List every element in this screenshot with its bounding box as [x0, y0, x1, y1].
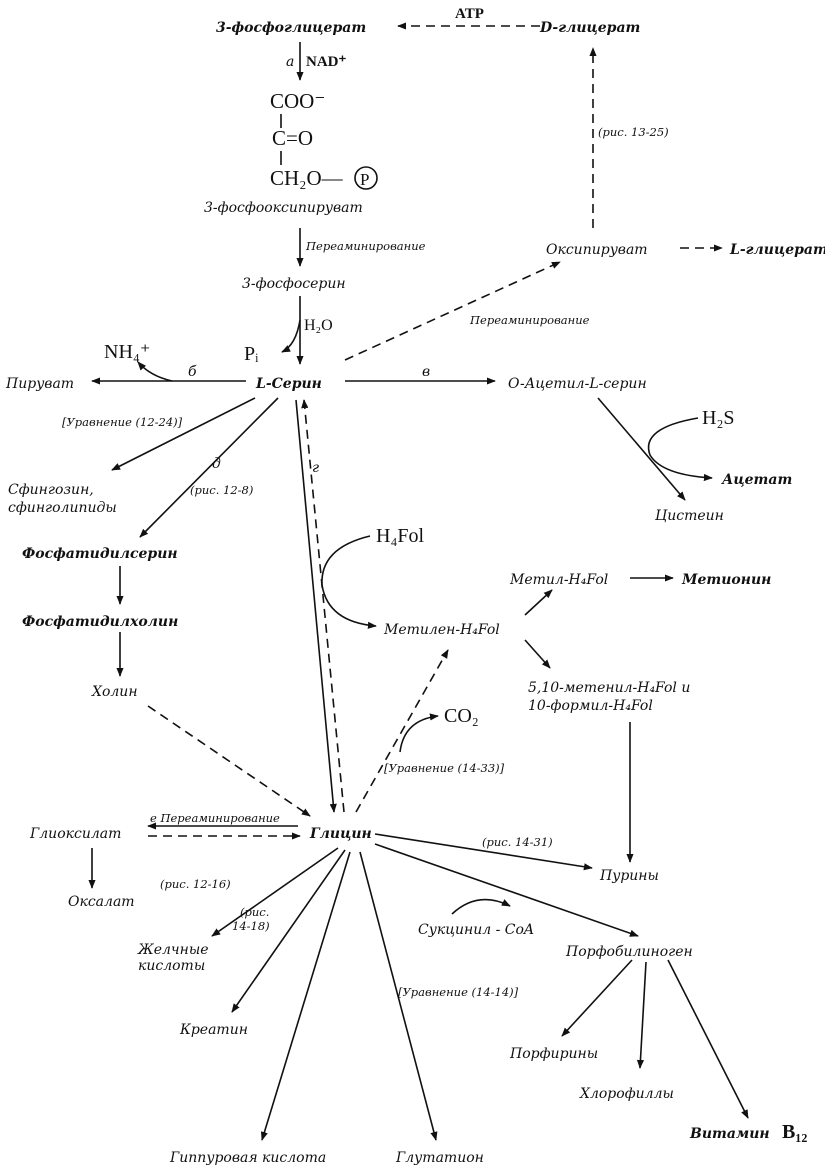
node-serine: L-Серин: [255, 376, 322, 392]
node-d-glycerate: D-глицерат: [539, 20, 640, 36]
reagents: ATP NAD⁺ H₂O Pᵢ NH₄⁺ H₂S H₄Fol CO₂ Сукци…: [104, 6, 735, 938]
node-glutathione: Глутатион: [395, 1150, 484, 1166]
edge-glycine-to-hippuric: [260, 851, 351, 1141]
edge-co2-release-curve: [399, 713, 439, 753]
node-phosphatidylserine: Фосфатидилсерин: [22, 546, 178, 562]
edge-nh4-release-curve: [137, 361, 173, 382]
edge-label-fig-14-18-line2: 14-18): [232, 919, 270, 933]
edge-porphobilinogen-to-porphyrins: [561, 959, 633, 1037]
structure-ch2o: CH₂O—: [270, 166, 344, 190]
edge-label-eq-12-24: [Уравнение (12-24)]: [62, 415, 183, 429]
phosphooxypyruvate-structure: COO⁻ C=O CH₂O— P: [270, 89, 378, 190]
edge-label-g: г: [312, 460, 319, 476]
edge-label-a: а: [286, 54, 294, 70]
node-acetate: Ацетат: [721, 472, 792, 488]
edge-methylene-to-methyl: [524, 589, 553, 616]
edge-label-e-transamination: е Переаминирование: [150, 811, 280, 825]
edge-label-fig-14-31: (рис. 14-31): [482, 835, 553, 849]
node-porphyrins: Порфирины: [509, 1046, 598, 1062]
edge-succinyl-coa-curve: [451, 898, 511, 915]
reagent-h4fol: H₄Fol: [376, 525, 425, 547]
edge-label-eq-14-33: [Уравнение (14-33)]: [384, 761, 505, 775]
node-phosphooxypyruvate: 3-фосфооксипируват: [204, 200, 363, 216]
reagent-pi: Pᵢ: [244, 343, 259, 365]
node-methyl-h4fol: Метил-H₄Fol: [509, 572, 608, 588]
edge-o-acetylserine-to-cysteine: [597, 397, 686, 501]
edge-glycine-to-bile-acids: [211, 847, 339, 937]
node-phosphoserine: 3-фосфосерин: [242, 276, 346, 292]
reagent-co2: CO₂: [444, 705, 479, 727]
reagent-h2s: H₂S: [702, 407, 735, 429]
edge-label-transamination-1: Переаминирование: [305, 239, 426, 253]
node-phosphoglycerate: 3-фосфоглицерат: [216, 20, 366, 36]
node-methionine: Метионин: [681, 572, 771, 588]
edge-serine-to-phosphatidylserine: [139, 397, 279, 538]
node-chlorophylls: Хлорофиллы: [579, 1086, 674, 1102]
node-choline: Холин: [91, 684, 138, 700]
edge-serine-to-sphingosine: [111, 397, 256, 471]
edge-glycine-to-serine-dashed: [301, 399, 345, 813]
edge-label-fig-14-18-line1: (рис.: [240, 905, 269, 919]
edge-label-transamination-2: Переаминирование: [469, 313, 590, 327]
edge-serine-to-glycine-solid: [295, 399, 337, 813]
edge-glycine-to-porphobilinogen: [374, 843, 639, 937]
edge-label-v: в: [422, 364, 430, 380]
node-glyoxylate: Глиоксилат: [29, 826, 121, 842]
edge-serine-to-oxypyruvate: [344, 261, 561, 361]
edge-porphobilinogen-to-vitamin: [667, 959, 749, 1119]
node-methenyl-line2: 10-формил-H₄Fol: [528, 698, 653, 714]
node-vitamin: Витамин: [689, 1126, 770, 1142]
node-sphingosine-line1: Сфингозин,: [8, 482, 94, 498]
node-vitamin-b12: B₁₂: [782, 1121, 807, 1143]
metabolite-nodes: 3-фосфоглицерат D-глицерат 3-фосфооксипи…: [5, 20, 825, 1166]
node-creatine: Креатин: [179, 1022, 248, 1038]
node-o-acetylserine: O-Ацетил-L-серин: [508, 376, 647, 392]
node-sphingosine-line2: сфинголипиды: [8, 500, 117, 516]
reagent-h2o: H₂O: [304, 317, 333, 334]
edge-glycine-to-purines: [374, 833, 593, 871]
reagent-nad: NAD⁺: [306, 54, 346, 70]
node-methenyl-line1: 5,10-метенил-H₄Fol и: [528, 680, 690, 696]
edge-pi-release-curve: [281, 319, 301, 353]
node-porphobilinogen: Порфобилиноген: [565, 944, 693, 960]
reagent-succinyl-coa: Сукцинил - CoA: [418, 922, 534, 938]
node-bile-acids-line1: Желчные: [137, 942, 209, 958]
edge-porphobilinogen-to-chlorophylls: [636, 961, 647, 1069]
node-l-glycerate: L-глицерат: [729, 242, 825, 258]
edge-label-fig-13-25: (рис. 13-25): [598, 125, 669, 139]
node-purines: Пурины: [599, 868, 659, 884]
edge-label-d: д: [212, 456, 221, 472]
edge-label-b: б: [188, 364, 197, 380]
node-phosphatidylcholine: Фосфатидилхолин: [22, 614, 178, 630]
edge-label-fig-12-8: (рис. 12-8): [190, 483, 253, 497]
node-methylene-h4fol: Метилен-H₄Fol: [383, 622, 500, 638]
node-cysteine: Цистеин: [655, 508, 724, 524]
edge-h2s-acetate-curve: [647, 417, 713, 482]
edge-glycine-to-methylene-dashed: [355, 649, 449, 813]
phosphate-circle-icon: [354, 166, 378, 190]
node-hippuric-acid: Гиппуровая кислота: [169, 1150, 326, 1166]
edge-glycine-to-glutathione: [359, 851, 438, 1141]
pathway-edges: [88, 22, 749, 1141]
node-oxypyruvate: Оксипируват: [546, 242, 648, 258]
node-oxalate: Оксалат: [68, 894, 135, 910]
edge-labels: а Переаминирование Переаминирование (рис…: [62, 54, 669, 999]
structure-co: C=O: [272, 126, 313, 150]
node-bile-acids-line2: кислоты: [138, 958, 205, 974]
structure-phosphate: P: [360, 170, 369, 189]
edge-h4fol-to-methylene-curve: [321, 535, 377, 629]
node-pyruvate: Пируват: [5, 376, 74, 392]
edge-glycine-to-creatine: [231, 849, 346, 1013]
structure-coo: COO⁻: [270, 89, 325, 113]
edge-choline-to-glycine: [147, 705, 311, 817]
reagent-nh4: NH₄⁺: [104, 341, 150, 363]
edge-methylene-to-methenyl: [524, 639, 551, 669]
edge-label-eq-14-14: [Уравнение (14-14)]: [398, 985, 519, 999]
node-glycine: Глицин: [309, 826, 372, 842]
edge-label-fig-12-16: (рис. 12-16): [160, 877, 231, 891]
reagent-atp: ATP: [455, 6, 484, 22]
